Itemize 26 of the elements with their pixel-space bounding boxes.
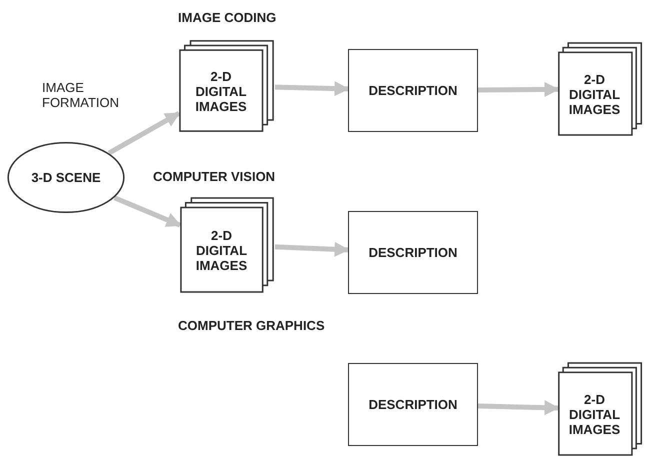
image-stack xyxy=(558,42,643,136)
arrow xyxy=(478,82,560,97)
node-text: 2-D DIGITAL IMAGES xyxy=(194,68,248,114)
arrow xyxy=(274,242,350,257)
node-text: 2-D DIGITAL IMAGES xyxy=(194,228,248,272)
node-text: DESCRIPTION xyxy=(368,83,458,98)
scene-ellipse xyxy=(7,142,125,213)
section-heading: IMAGE FORMATION xyxy=(42,80,120,110)
description-box xyxy=(348,211,478,294)
arrow xyxy=(478,400,560,416)
section-heading: COMPUTER GRAPHICS xyxy=(178,318,325,333)
arrow xyxy=(274,81,350,96)
image-stack xyxy=(179,40,275,132)
image-stack xyxy=(558,362,643,456)
node-text: 2-D DIGITAL IMAGES xyxy=(568,392,622,436)
arrow xyxy=(108,111,180,156)
section-heading: IMAGE CODING xyxy=(178,10,276,25)
description-box xyxy=(348,49,478,132)
image-stack xyxy=(180,197,275,293)
node-text: DESCRIPTION xyxy=(368,397,458,412)
description-box xyxy=(348,363,478,446)
node-text: DESCRIPTION xyxy=(368,245,458,260)
section-heading: COMPUTER VISION xyxy=(153,169,276,184)
node-text: 2-D DIGITAL IMAGES xyxy=(568,72,622,116)
arrow xyxy=(114,195,182,228)
node-text: 3-D SCENE xyxy=(31,170,101,185)
